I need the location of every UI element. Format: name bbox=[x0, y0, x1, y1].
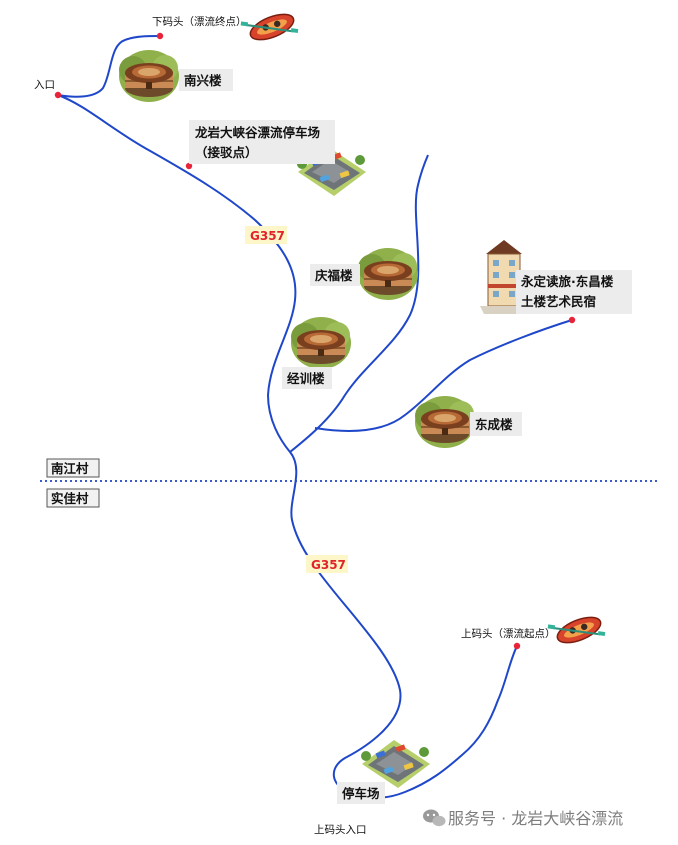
label-parking-pickup-line2: （接驳点） bbox=[195, 145, 258, 160]
tulou-icon bbox=[119, 50, 179, 102]
route-northwest-to-xiamatou bbox=[57, 35, 161, 98]
label-entrance: 入口 bbox=[34, 79, 55, 91]
route-g357-main bbox=[57, 94, 402, 791]
marker-shangmatou[interactable] bbox=[513, 642, 521, 650]
route-lines bbox=[57, 35, 573, 799]
label-shangmatou-entrance: 上码头入口 bbox=[314, 824, 367, 836]
highway-tag-lower bbox=[306, 555, 348, 573]
route-to-yongding bbox=[314, 319, 573, 432]
label-parking-pickup-line1: 龙岩大峡谷漂流停车场 bbox=[194, 125, 320, 140]
wechat-icon bbox=[423, 809, 446, 827]
label-yongding-line2: 土楼艺术民宿 bbox=[521, 294, 596, 309]
raft-icon bbox=[238, 1, 301, 53]
watermark-text: 服务号 · 龙岩大峡谷漂流 bbox=[448, 809, 623, 828]
label-bg-parking-pickup bbox=[189, 120, 335, 164]
label-bg-dongcheng bbox=[470, 412, 522, 436]
highway-label-upper: G357 bbox=[250, 229, 285, 243]
route-markers bbox=[54, 32, 576, 794]
label-bg-nanxing bbox=[179, 69, 233, 91]
route-to-shangmatou bbox=[345, 645, 518, 799]
label-nanxing: 南兴楼 bbox=[184, 73, 222, 88]
label-dongcheng: 东成楼 bbox=[475, 417, 513, 432]
marker-xiamatou[interactable] bbox=[156, 32, 164, 40]
label-qingfu: 庆福楼 bbox=[314, 268, 353, 283]
label-bg-parking bbox=[337, 782, 385, 804]
label-bg-qingfu bbox=[310, 264, 360, 286]
parking-lot-icon bbox=[361, 740, 430, 788]
village-label-south: 实佳村 bbox=[51, 491, 89, 506]
tulou-icon bbox=[291, 317, 351, 369]
highway-tag-upper bbox=[245, 226, 287, 244]
label-xiamatou: 下码头（漂流终点） bbox=[152, 15, 247, 28]
highway-label-lower: G357 bbox=[311, 558, 346, 572]
marker-yongding[interactable] bbox=[568, 316, 576, 324]
village-box-south bbox=[46, 488, 100, 508]
marker-entrance[interactable] bbox=[54, 91, 62, 99]
tulou-icon bbox=[358, 248, 418, 300]
label-parking: 停车场 bbox=[342, 786, 380, 801]
route-east-branch bbox=[289, 154, 429, 453]
label-bg-jingxun bbox=[282, 367, 332, 389]
tulou-icon bbox=[415, 396, 475, 448]
label-bg-yongding bbox=[516, 270, 632, 314]
label-jingxun: 经训楼 bbox=[287, 371, 325, 386]
village-label-north: 南江村 bbox=[51, 461, 89, 476]
label-yongding-line1: 永定读旅·东昌楼 bbox=[520, 274, 614, 289]
marker-parking-pickup[interactable] bbox=[185, 162, 193, 170]
village-box-north bbox=[46, 458, 100, 478]
label-shangmatou: 上码头（漂流起点） bbox=[461, 627, 556, 640]
